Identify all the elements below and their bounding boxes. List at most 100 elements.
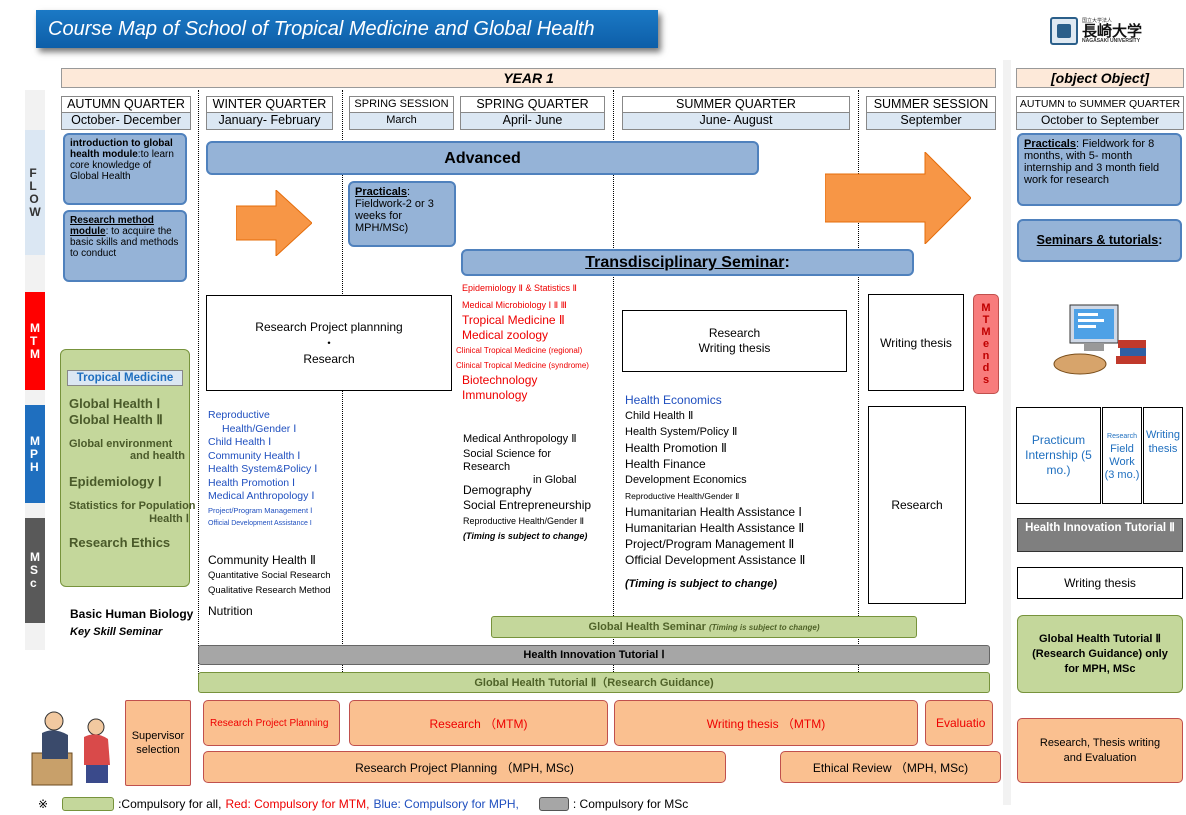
course-item: Qualitative Research Method <box>208 585 331 596</box>
year-divider <box>1003 60 1011 805</box>
course-item: Social Entrepreneurship <box>463 498 592 512</box>
research-title: Research method module <box>70 215 154 237</box>
transdisciplinary-suffix: : <box>784 254 790 271</box>
course-item: Clinical Tropical Medicine (regional) <box>456 346 583 355</box>
y2-seminars-box: Seminars & tutorials: <box>1017 219 1182 262</box>
course-item: Global Health Ⅰ <box>69 396 161 411</box>
arrow-right-icon <box>825 152 971 244</box>
summer-box-line: Research <box>708 326 761 340</box>
course-item: Health Finance <box>625 457 706 471</box>
research-module-box: Research method module: to acquire the b… <box>63 210 187 282</box>
global-health-tutorial-y2: Global Health Tutorial Ⅱ (Research Guida… <box>1017 615 1183 693</box>
quarter-autumn: AUTUMN QUARTER October- December <box>61 96 191 130</box>
quarter-year2: AUTUMN to SUMMER QUARTER October to Sept… <box>1016 96 1184 130</box>
legend-gray-swatch <box>538 797 569 811</box>
course-item: Humanitarian Health Assistance Ⅱ <box>625 521 805 535</box>
writing-thesis-mtm-box: Writing thesis （MTM) <box>614 700 918 746</box>
quarter-period: October to September <box>1017 113 1183 129</box>
research-planning-line: Research Project plannning <box>255 320 403 334</box>
meeting-illustration-icon <box>31 711 110 786</box>
research-project-planning-box: Research Project Planning <box>203 700 340 746</box>
logo-en-text: NAGASAKI UNIVERSITY <box>1082 37 1141 44</box>
course-item: Statistics for Population <box>69 500 196 512</box>
health-innovation-tutorial-2: Health Innovation Tutorial Ⅱ <box>1017 518 1183 552</box>
research-text: : to acquire the basic skills and method… <box>70 226 179 259</box>
research-planning-box: Research Project plannning ・ Research <box>206 295 452 391</box>
page-title: Course Map of School of Tropical Medicin… <box>36 10 658 48</box>
key-skill-seminar: Key Skill Seminar <box>70 626 163 638</box>
quarter-spring-session: SPRING SESSION March <box>349 96 454 130</box>
course-item: Social Science for <box>463 448 552 460</box>
logo-small-text: 国立大学法人 <box>1082 17 1113 24</box>
summer-course-list: Health Economics Child Health Ⅱ Health S… <box>625 392 805 592</box>
y2-practicals-box: Practicals: Fieldwork for 8 months, with… <box>1017 133 1182 206</box>
spring-mtm-list: Epidemiology Ⅱ & Statistics Ⅱ Medical Mi… <box>456 281 589 403</box>
writing-thesis-small-box: Writing thesis <box>1143 407 1183 504</box>
session-research-box: Research <box>868 406 966 604</box>
summer-box-line: Writing thesis <box>698 341 771 355</box>
computer-icon <box>1053 304 1146 375</box>
field-work-label: Field Work (3 mo.) <box>1104 442 1140 481</box>
winter-course-list: Reproductive Health/Gender Ⅰ Child Healt… <box>208 409 317 531</box>
quarter-name: AUTUMN to SUMMER QUARTER <box>1017 97 1183 113</box>
year1-header: YEAR 1 <box>61 68 996 88</box>
session-writing-box: Writing thesis <box>868 294 964 391</box>
course-item: Reproductive Health/Gender Ⅱ <box>463 516 584 526</box>
course-item: Development Economics <box>625 474 747 486</box>
course-item: Reproductive <box>208 409 270 421</box>
mtm-ends-badge: MTM ends <box>973 294 999 394</box>
practicals-box: Practicals: Fieldwork-2 or 3 weeks for M… <box>348 181 456 247</box>
course-item: Immunology <box>462 388 528 402</box>
course-item: Clinical Tropical Medicine (syndrome) <box>456 361 589 370</box>
course-item: Health Ⅰ <box>149 513 189 525</box>
column-divider <box>858 90 859 690</box>
research-planning-line: Research <box>303 352 355 366</box>
y2-writing-thesis-box: Writing thesis <box>1017 567 1183 599</box>
course-item: Nutrition <box>208 604 253 618</box>
ghs-note: (Timing is subject to change) <box>708 622 820 632</box>
course-item: Health Economics <box>625 393 722 407</box>
course-item: Research <box>463 461 511 473</box>
course-item: Reproductive Health/Gender Ⅱ <box>625 491 740 501</box>
legend-blue: Blue: Compulsory for MPH, <box>373 797 519 811</box>
course-item: Tropical Medicine Ⅱ <box>462 313 565 327</box>
y2-practicals-title: Practicals <box>1024 138 1076 150</box>
course-item: Biotechnology <box>462 373 538 387</box>
course-item: Official Development Assistance Ⅱ <box>625 553 806 567</box>
course-item: Community Health Ⅰ <box>208 449 301 462</box>
quarter-winter: WINTER QUARTER January- February <box>206 96 333 130</box>
global-health-tutorial-bar: Global Health Tutorial Ⅱ（Research Guidan… <box>198 672 990 693</box>
intro-title: introduction to global health module <box>70 138 173 160</box>
ethical-review-box: Ethical Review （MPH, MSc) <box>780 751 1001 783</box>
year2-header: [object Object] <box>1016 68 1184 88</box>
university-logo: 国立大学法人 長崎大学 NAGASAKI UNIVERSITY <box>1050 14 1160 48</box>
quarter-period: January- February <box>207 113 332 129</box>
ghs-label: Global Health Seminar <box>588 621 706 633</box>
supervisor-selection-box: Supervisor selection <box>125 700 191 786</box>
timing-note: (Timing is subject to change) <box>463 531 588 541</box>
course-item: Official Development Assistance Ⅰ <box>208 520 312 527</box>
course-item: and health <box>129 450 185 462</box>
summer-research-box: Research Writing thesis <box>622 310 847 372</box>
practicals-text: : Fieldwork-2 or 3 weeks for MPH/MSc) <box>355 186 434 234</box>
transdisciplinary-bar: Transdisciplinary Seminar: <box>461 249 914 276</box>
practicum-box: Practicum Internship (5 mo.) <box>1016 407 1101 504</box>
quarter-period: June- August <box>623 113 849 129</box>
basic-human-biology: Basic Human Biology <box>70 607 194 621</box>
research-mtm-box: Research （MTM) <box>349 700 608 746</box>
course-item: in Global <box>533 474 577 486</box>
quarter-period: October- December <box>62 113 190 129</box>
legend-all: :Compulsory for all, <box>118 797 222 811</box>
autumn-core-box: Tropical Medicine Global Health Ⅰ Global… <box>60 349 196 587</box>
quarter-name: SUMMER QUARTER <box>623 97 849 113</box>
y2-evaluation-box: Research, Thesis writing and Evaluation <box>1017 718 1183 783</box>
course-item: Medical Microbiology Ⅰ Ⅱ Ⅲ <box>462 300 567 310</box>
field-work-box: Research Field Work (3 mo.) <box>1102 407 1142 504</box>
logo-jp-text: 長崎大学 <box>1082 22 1143 40</box>
quarter-name: WINTER QUARTER <box>207 97 332 113</box>
advanced-bar: Advanced <box>206 141 759 175</box>
